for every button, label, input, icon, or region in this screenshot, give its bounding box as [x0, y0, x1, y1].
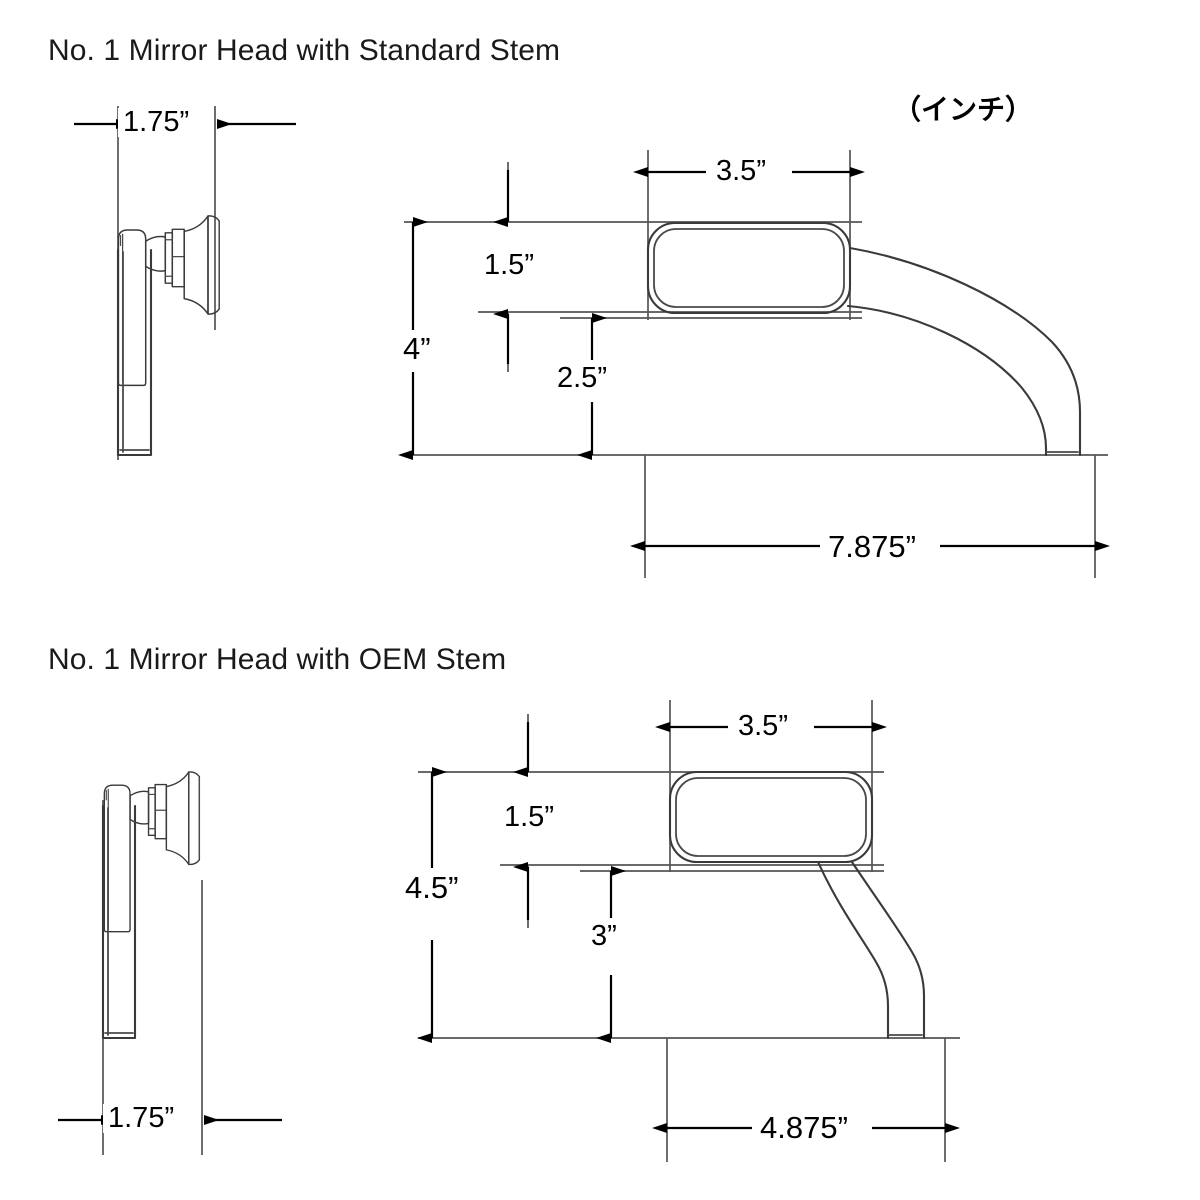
main-view-standard	[398, 150, 1110, 578]
dim-label-overall-height-standard: 4”	[398, 333, 436, 364]
unit-note: （インチ）	[893, 94, 1034, 125]
dim-label-head-top-offset-standard: 1.5”	[479, 251, 539, 280]
dim-label-lower-height-oem: 3”	[586, 922, 622, 951]
drawing-title-oem: No. 1 Mirror Head with OEM Stem	[48, 643, 507, 676]
dim-label-head-width-oem: 3.5”	[733, 712, 793, 741]
dim-label-overall-length-oem: 4.875”	[755, 1112, 853, 1143]
dim-label-overall-length-standard: 7.875”	[823, 531, 921, 562]
dim-label-side-width-oem: 1.75”	[103, 1104, 180, 1133]
dim-label-head-top-offset-oem: 1.5”	[499, 803, 559, 832]
side-view-standard	[74, 106, 296, 460]
dim-label-lower-height-standard: 2.5”	[552, 364, 612, 393]
drawing-title-standard: No. 1 Mirror Head with Standard Stem	[48, 34, 561, 67]
drawing-standard-stem	[74, 106, 1110, 578]
dim-label-side-width-standard: 1.75”	[118, 108, 195, 137]
side-view-oem	[58, 771, 282, 1155]
dim-label-head-width-standard: 3.5”	[711, 157, 771, 186]
dim-label-overall-height-oem: 4.5”	[400, 872, 464, 903]
drawing-oem-stem	[58, 700, 960, 1162]
main-view-oem	[417, 700, 960, 1162]
